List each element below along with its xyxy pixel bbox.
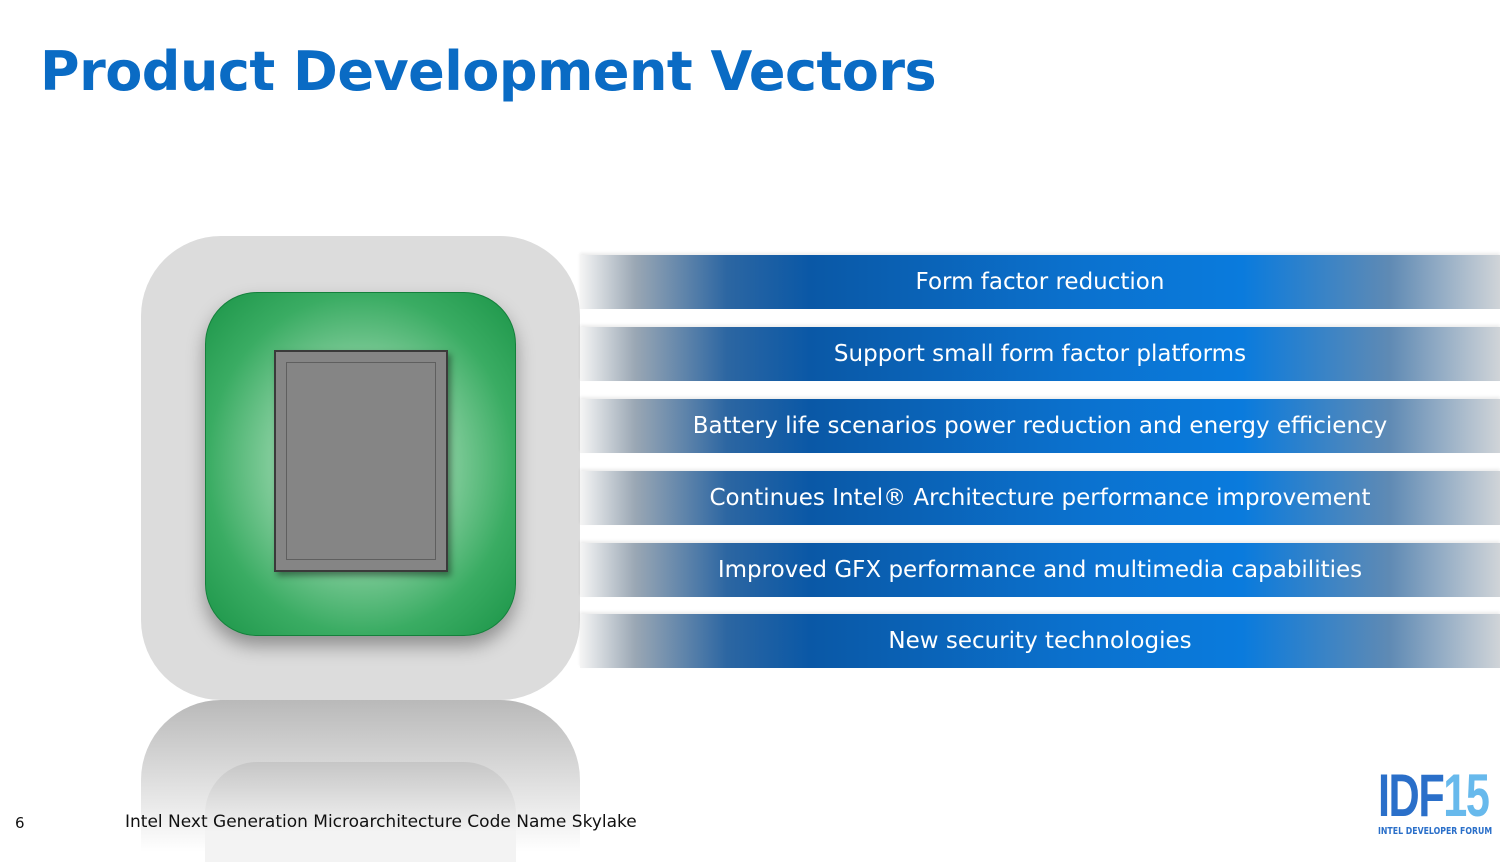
footer-text: Intel Next Generation Microarchitecture …	[125, 812, 637, 832]
vector-bar: New security technologies	[580, 614, 1500, 668]
vector-bar: Form factor reduction	[580, 255, 1500, 309]
logo-idf: IDF	[1378, 762, 1445, 829]
vector-bar: Support small form factor platforms	[580, 327, 1500, 381]
page-number: 6	[15, 814, 25, 832]
page-title: Product Development Vectors	[40, 40, 937, 103]
vector-bar: Battery life scenarios power reduction a…	[580, 399, 1500, 453]
chip-die	[274, 350, 448, 572]
logo-subtitle: INTEL DEVELOPER FORUM	[1378, 826, 1493, 837]
chip-substrate	[205, 292, 516, 636]
die-border	[286, 362, 436, 560]
logo-year: 15	[1443, 762, 1490, 829]
vector-bar: Continues Intel® Architecture performanc…	[580, 471, 1500, 525]
vector-bar: Improved GFX performance and multimedia …	[580, 543, 1500, 597]
idf15-logo: IDF15 INTEL DEVELOPER FORUM	[1378, 766, 1493, 838]
